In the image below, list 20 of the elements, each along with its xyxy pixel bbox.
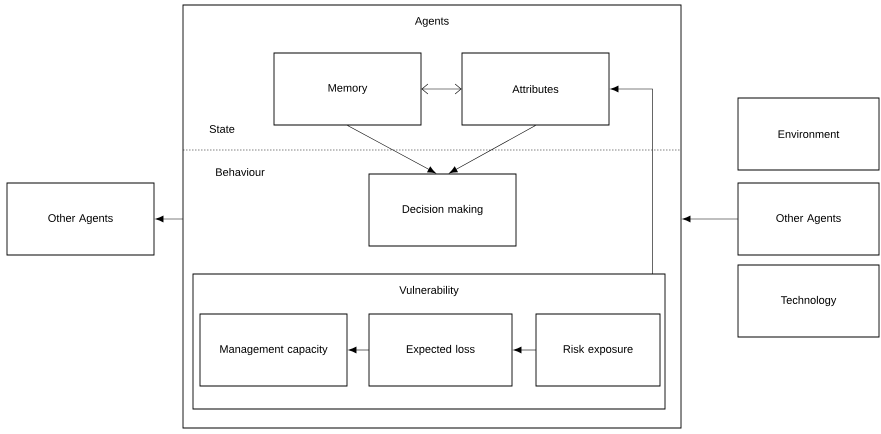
state-box: Memory xyxy=(274,52,422,126)
arrow xyxy=(347,125,436,174)
process-box: Decision making xyxy=(368,174,516,246)
arrow xyxy=(348,346,369,354)
arrow xyxy=(449,125,536,174)
arrow xyxy=(513,346,536,354)
arrow xyxy=(155,216,183,222)
external-box: Other Agents xyxy=(738,182,880,256)
external-box: Other Agents xyxy=(6,182,154,256)
external-box: Technology xyxy=(738,264,880,338)
arrow xyxy=(610,86,653,274)
process-box: Expected loss xyxy=(368,314,512,386)
section-label: Behaviour xyxy=(216,168,265,176)
external-box: Environment xyxy=(738,98,880,170)
process-box: Risk exposure xyxy=(536,314,660,386)
section-label: State xyxy=(210,125,234,133)
state-box: Attributes xyxy=(462,52,610,126)
arrow xyxy=(682,216,738,222)
process-box: Management capacity xyxy=(200,314,348,386)
arrow xyxy=(421,84,462,94)
